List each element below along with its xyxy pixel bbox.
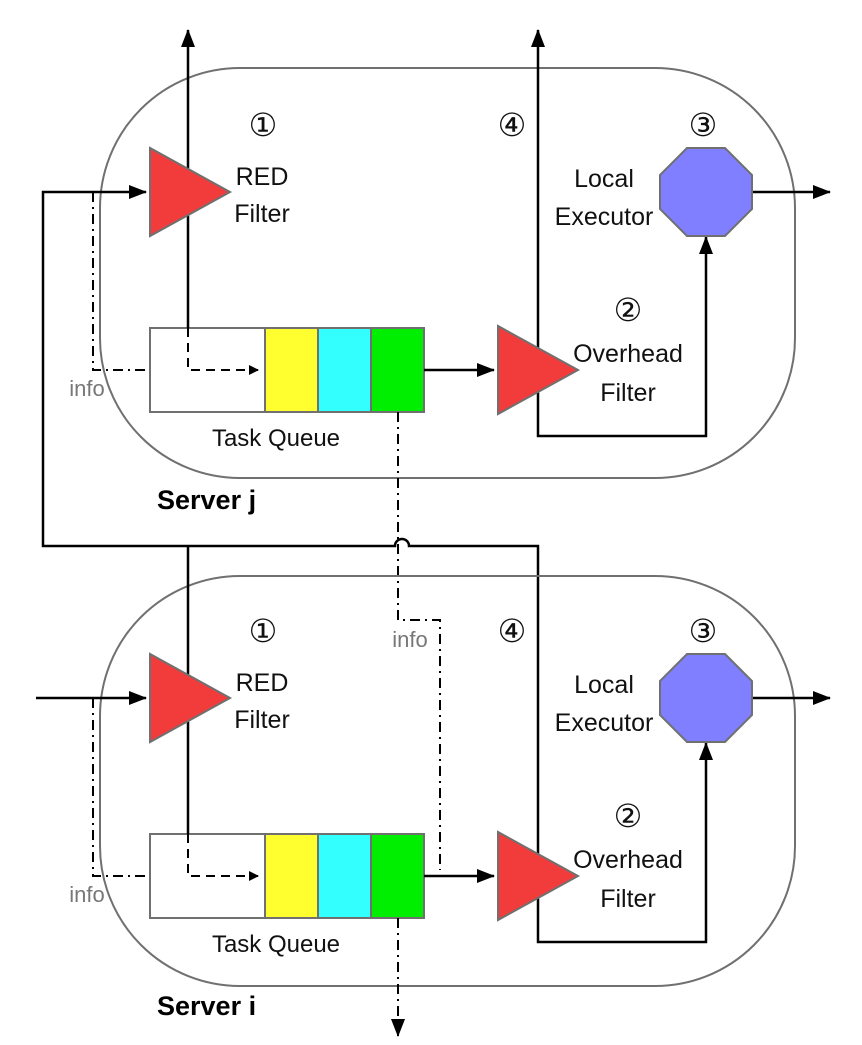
red-filter-triangle [149, 146, 233, 238]
marker-4: ④ [498, 107, 527, 143]
server-i-boundary [99, 575, 796, 987]
offload-from-server-i-arrow [41, 185, 540, 628]
queue-slot-cyan [317, 327, 372, 413]
red-filter-label-line2: Filter [234, 200, 290, 228]
server-j-task-queue [149, 327, 425, 413]
info-feed-line [92, 192, 150, 371]
cross-server-links: info [41, 185, 540, 870]
task-queue-label: Task Queue [212, 931, 340, 958]
info-feed-line [92, 698, 150, 877]
overhead-to-executor-arrow [536, 236, 713, 438]
local-executor-label-line1: Local [574, 165, 634, 193]
info-label: info [69, 376, 104, 401]
marker-2: ② [614, 292, 643, 328]
marker-3: ③ [689, 613, 718, 649]
server-j-boundary [99, 67, 796, 479]
server-i: ① RED Filter ④ ③ Local Executor ② Overhe… [36, 546, 831, 1037]
marker-4: ④ [498, 613, 527, 649]
server-j: ① RED Filter ④ ③ Local Executor ② Overhe… [69, 29, 831, 515]
overhead-filter-triangle [497, 324, 581, 416]
local-executor-octagon [659, 653, 753, 743]
overhead-filter-label-line1: Overhead [573, 340, 683, 368]
marker-3: ③ [689, 107, 718, 143]
local-executor-label-line2: Executor [555, 203, 654, 231]
red-filter-label-line2: Filter [234, 706, 290, 734]
queue-slot-green [370, 833, 425, 919]
local-executor-label-line2: Executor [555, 709, 654, 737]
overhead-to-executor-arrow [536, 742, 713, 944]
overhead-filter-label-line2: Filter [600, 885, 656, 913]
red-filter-label-line1: RED [236, 163, 289, 191]
overhead-filter-triangle [497, 830, 581, 922]
local-executor-octagon [659, 147, 753, 237]
marker-2: ② [614, 798, 643, 834]
queue-slot-cyan [317, 833, 372, 919]
info-label: info [69, 882, 104, 907]
red-filter-triangle [149, 652, 233, 744]
overhead-filter-label-line1: Overhead [573, 846, 683, 874]
cross-info-label: info [392, 627, 427, 652]
task-queue-label: Task Queue [212, 425, 340, 452]
marker-1: ① [249, 613, 278, 649]
overhead-filter-label-line2: Filter [600, 379, 656, 407]
queue-slot-yellow [264, 327, 319, 413]
server-name: Server j [157, 485, 256, 515]
queue-info-line [397, 412, 441, 870]
queue-empty-slot [149, 327, 266, 413]
local-executor-label-line1: Local [574, 671, 634, 699]
red-filter-label-line1: RED [236, 669, 289, 697]
queue-slot-yellow [264, 833, 319, 919]
queue-slot-green [370, 327, 425, 413]
server-name: Server i [157, 991, 256, 1021]
marker-1: ① [249, 107, 278, 143]
